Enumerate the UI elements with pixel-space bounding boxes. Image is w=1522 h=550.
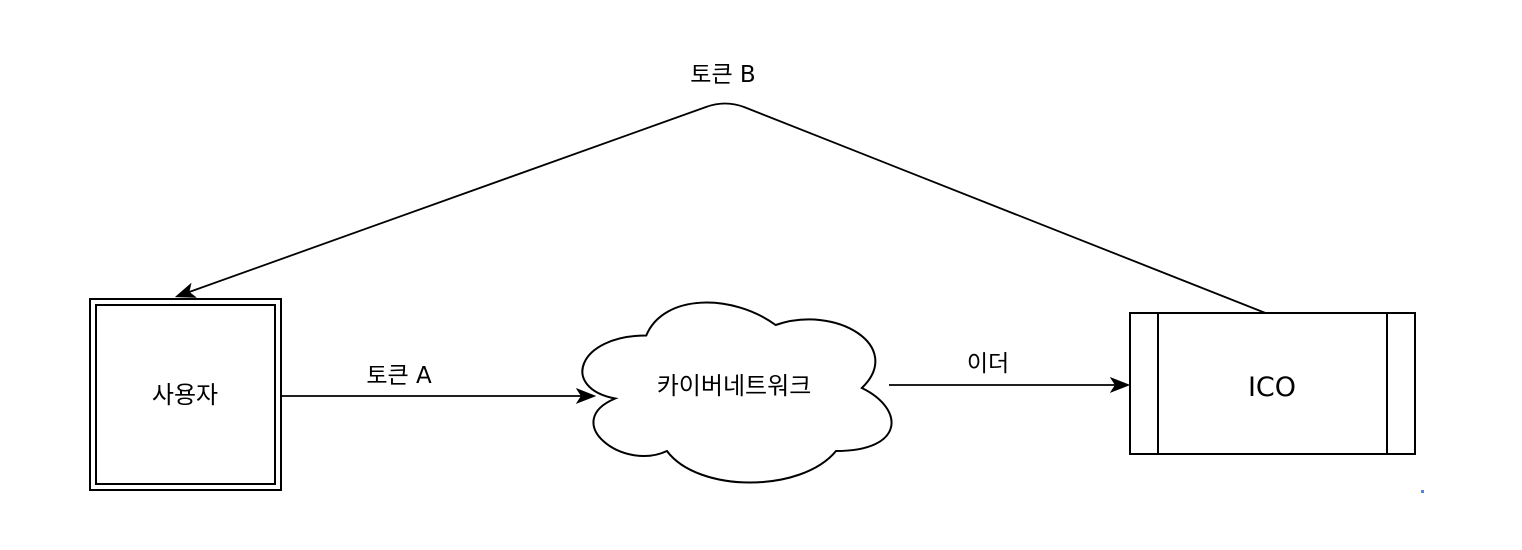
edge-token-a[interactable]: 토큰 A	[281, 363, 593, 396]
node-user-outer-border[interactable]	[89, 298, 282, 491]
node-ico[interactable]: ICO	[1129, 312, 1416, 455]
node-user[interactable]: 사용자	[89, 298, 282, 491]
node-ico-rectangle[interactable]	[1129, 312, 1416, 455]
node-network[interactable]: 카이버네트워크	[581, 301, 893, 484]
edge-token-b-line[interactable]	[178, 102, 1269, 315]
edge-ether[interactable]: 이더	[889, 351, 1127, 385]
node-user-inner-border	[95, 304, 276, 485]
edge-token-b[interactable]: 토큰 B	[178, 62, 1269, 315]
edge-ether-label: 이더	[967, 351, 1009, 377]
artifact-blue-dot	[1421, 490, 1424, 493]
node-network-cloud-shape[interactable]	[581, 301, 893, 484]
node-ico-label: ICO	[1248, 372, 1296, 403]
edge-token-b-label: 토큰 B	[690, 62, 755, 88]
node-network-label: 카이버네트워크	[657, 372, 812, 400]
edge-token-a-label: 토큰 A	[366, 363, 432, 389]
node-user-label: 사용자	[152, 381, 218, 409]
